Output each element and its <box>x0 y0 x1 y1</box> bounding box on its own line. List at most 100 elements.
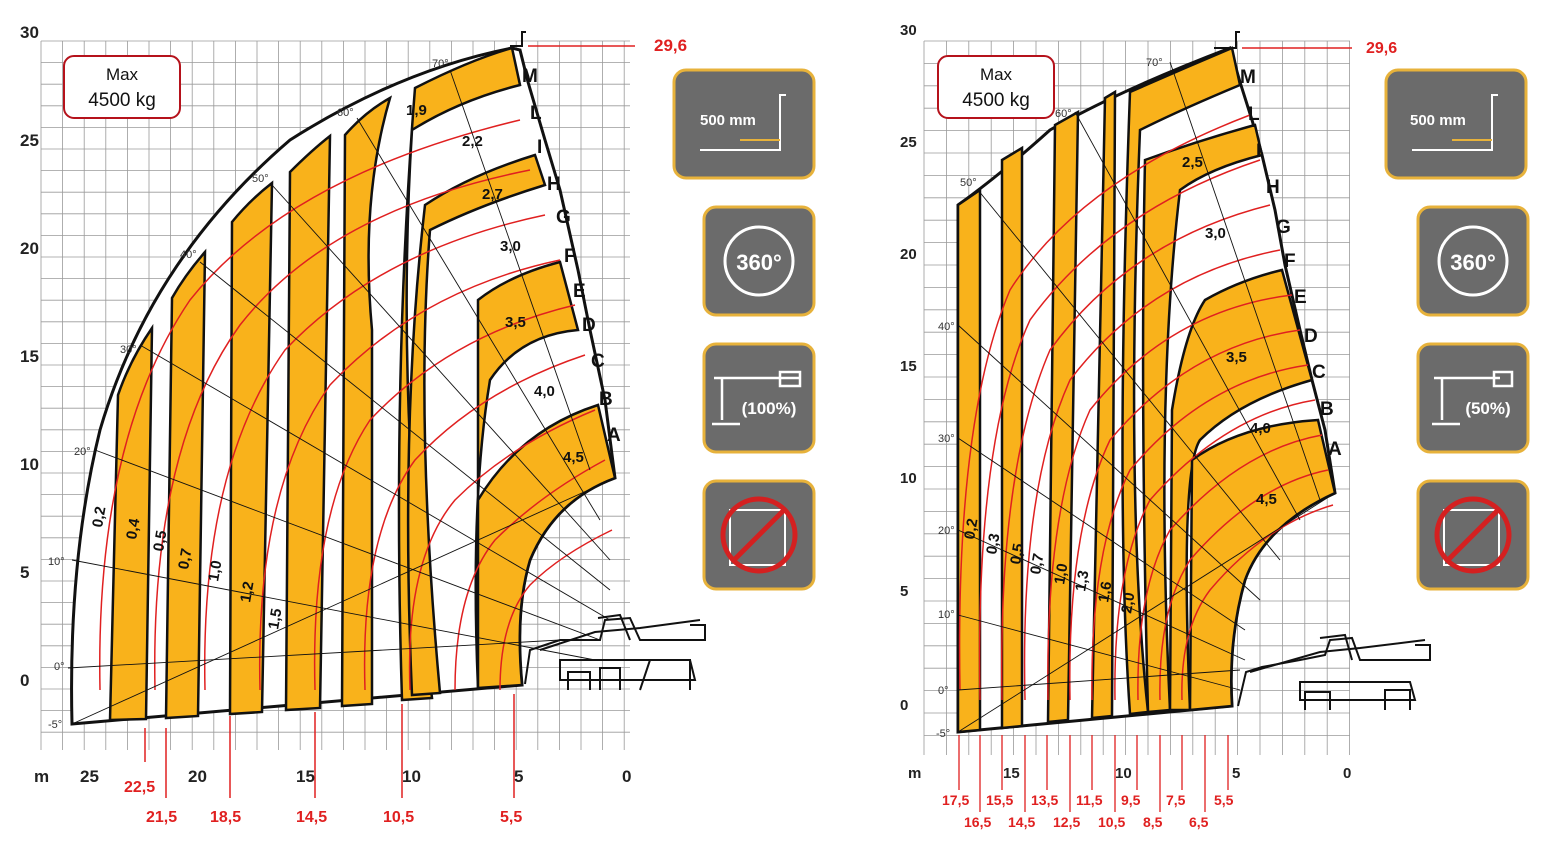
right-distance-label: 12,5 <box>1053 814 1080 830</box>
right-distance-label: 7,5 <box>1166 792 1186 808</box>
right-angle-line <box>957 529 1246 661</box>
right-max-box <box>937 55 1055 119</box>
right-icon-panels: 500 mm 360° (50%) <box>1384 68 1530 591</box>
left-angle-label: 10° <box>48 556 65 568</box>
left-angle-line <box>94 449 601 641</box>
rotation-icon <box>723 225 795 297</box>
right-capacity-label: 0,7 <box>1027 552 1047 575</box>
right-curve <box>1000 204 1271 701</box>
right-machine-silhouette <box>1237 633 1431 710</box>
right-curve <box>1159 469 1329 701</box>
right-boom-letter: G <box>1276 217 1291 238</box>
right-distance-labels: 17,5 16,5 15,5 14,5 13,5 12,5 11,5 10,5 … <box>942 792 1234 830</box>
right-boom-letter: H <box>1266 177 1280 198</box>
left-capacity-label: 0,2 <box>89 505 109 528</box>
right-capacity-label: 0,3 <box>983 532 1003 555</box>
right-capacity-label: 2,5 <box>1182 154 1203 171</box>
left-angle-label: -5° <box>48 719 62 731</box>
fork-icon <box>1412 94 1498 151</box>
right-angle-label: 40° <box>938 321 955 333</box>
left-x-axis: m 25 20 15 10 5 0 <box>34 767 631 786</box>
right-boom-letter: M <box>1240 67 1256 88</box>
left-curve <box>499 529 613 691</box>
left-boom-letters: A B C D E F G H I L M <box>522 66 621 446</box>
left-angle-label: 60° <box>337 107 354 119</box>
left-boom-letter: H <box>547 174 561 195</box>
right-outrigger-panel <box>1416 342 1530 454</box>
left-distance-markers <box>144 694 515 798</box>
left-boom-letter: E <box>573 281 586 302</box>
right-angle-line <box>957 324 1261 601</box>
right-boom-letter: F <box>1284 251 1296 272</box>
left-angle-line <box>449 69 591 471</box>
right-rotation-label: 360° <box>1450 250 1496 275</box>
right-angle-label: 70° <box>1146 57 1163 69</box>
right-angle-label: 10° <box>938 609 955 621</box>
right-x-tick: 15 <box>1003 765 1020 782</box>
outrigger-icon <box>712 370 802 426</box>
left-y-tick: 5 <box>20 563 29 582</box>
left-angle-line <box>271 184 611 561</box>
right-angle-line <box>977 189 1281 561</box>
right-angle-labels: -5° 0° 10° 20° 30° 40° 50° 60° 70° <box>936 57 1163 740</box>
left-angle-line <box>199 261 611 591</box>
left-angle-line <box>71 559 596 661</box>
left-capacity-label: 2,2 <box>462 133 483 150</box>
no-basket-icon <box>1434 496 1512 574</box>
left-load-chart: 0 5 10 15 20 25 30 m 25 20 15 10 5 0 22 <box>20 23 706 826</box>
right-max-line1: Max <box>980 65 1013 84</box>
left-curve <box>258 259 561 691</box>
right-capacity-label: 3,5 <box>1226 349 1247 366</box>
left-capacity-label: 0,4 <box>123 517 143 541</box>
left-angle-label: 0° <box>54 661 65 673</box>
right-curve <box>978 159 1261 701</box>
right-angle-label: 20° <box>938 525 955 537</box>
left-distance-label: 22,5 <box>124 779 155 796</box>
left-y-tick: 30 <box>20 23 39 42</box>
left-max-box <box>63 55 181 119</box>
left-distance-label: 18,5 <box>210 809 241 826</box>
right-curve <box>1023 249 1281 701</box>
right-angle-line <box>957 492 1336 733</box>
right-band-2-5 <box>1141 123 1264 714</box>
right-y-axis: 0 5 10 15 20 25 30 <box>900 22 917 714</box>
right-capacity-label: 4,0 <box>1250 420 1271 437</box>
left-curve <box>203 214 546 691</box>
right-y-tick: 0 <box>900 697 908 714</box>
right-boom-letter: E <box>1294 287 1307 308</box>
right-y-tick: 10 <box>900 470 917 487</box>
left-y-tick: 10 <box>20 455 39 474</box>
left-curve <box>313 304 576 691</box>
right-curve <box>958 114 1251 691</box>
right-curve <box>1137 434 1323 701</box>
left-band-2-7 <box>406 153 547 697</box>
left-y-tick: 0 <box>20 671 29 690</box>
right-distance-label: 14,5 <box>1008 814 1035 830</box>
outrigger-icon <box>1432 370 1514 426</box>
right-capacity-label: 1,0 <box>1051 562 1071 585</box>
left-x-unit: m <box>34 767 49 786</box>
left-angle-label: 70° <box>432 58 449 70</box>
right-boom-letter: I <box>1256 141 1261 162</box>
left-fork-label: 500 mm <box>700 112 756 129</box>
right-band-2-2 <box>1121 46 1242 716</box>
left-icon-panels: 500 mm 360° (100%) <box>672 68 816 591</box>
right-angle-lines <box>957 61 1336 733</box>
left-curve <box>454 459 606 691</box>
right-distance-label: 8,5 <box>1143 814 1163 830</box>
right-band-1-0 <box>1046 109 1080 724</box>
left-capacity-label: 1,9 <box>406 102 427 119</box>
left-x-tick: 10 <box>402 767 421 786</box>
left-angle-line <box>356 117 601 521</box>
left-band-1-2 <box>228 180 274 716</box>
right-capacity-label: 1,6 <box>1095 580 1115 603</box>
right-y-tick: 15 <box>900 358 917 375</box>
right-distance-label: 15,5 <box>986 792 1013 808</box>
left-band-1-9 <box>340 95 393 708</box>
left-boom-tip <box>510 31 526 47</box>
right-curve <box>1047 294 1293 701</box>
right-capacity-label: 3,0 <box>1205 225 1226 242</box>
right-y-tick: 20 <box>900 246 917 263</box>
left-capacity-label: 4,5 <box>563 449 584 466</box>
